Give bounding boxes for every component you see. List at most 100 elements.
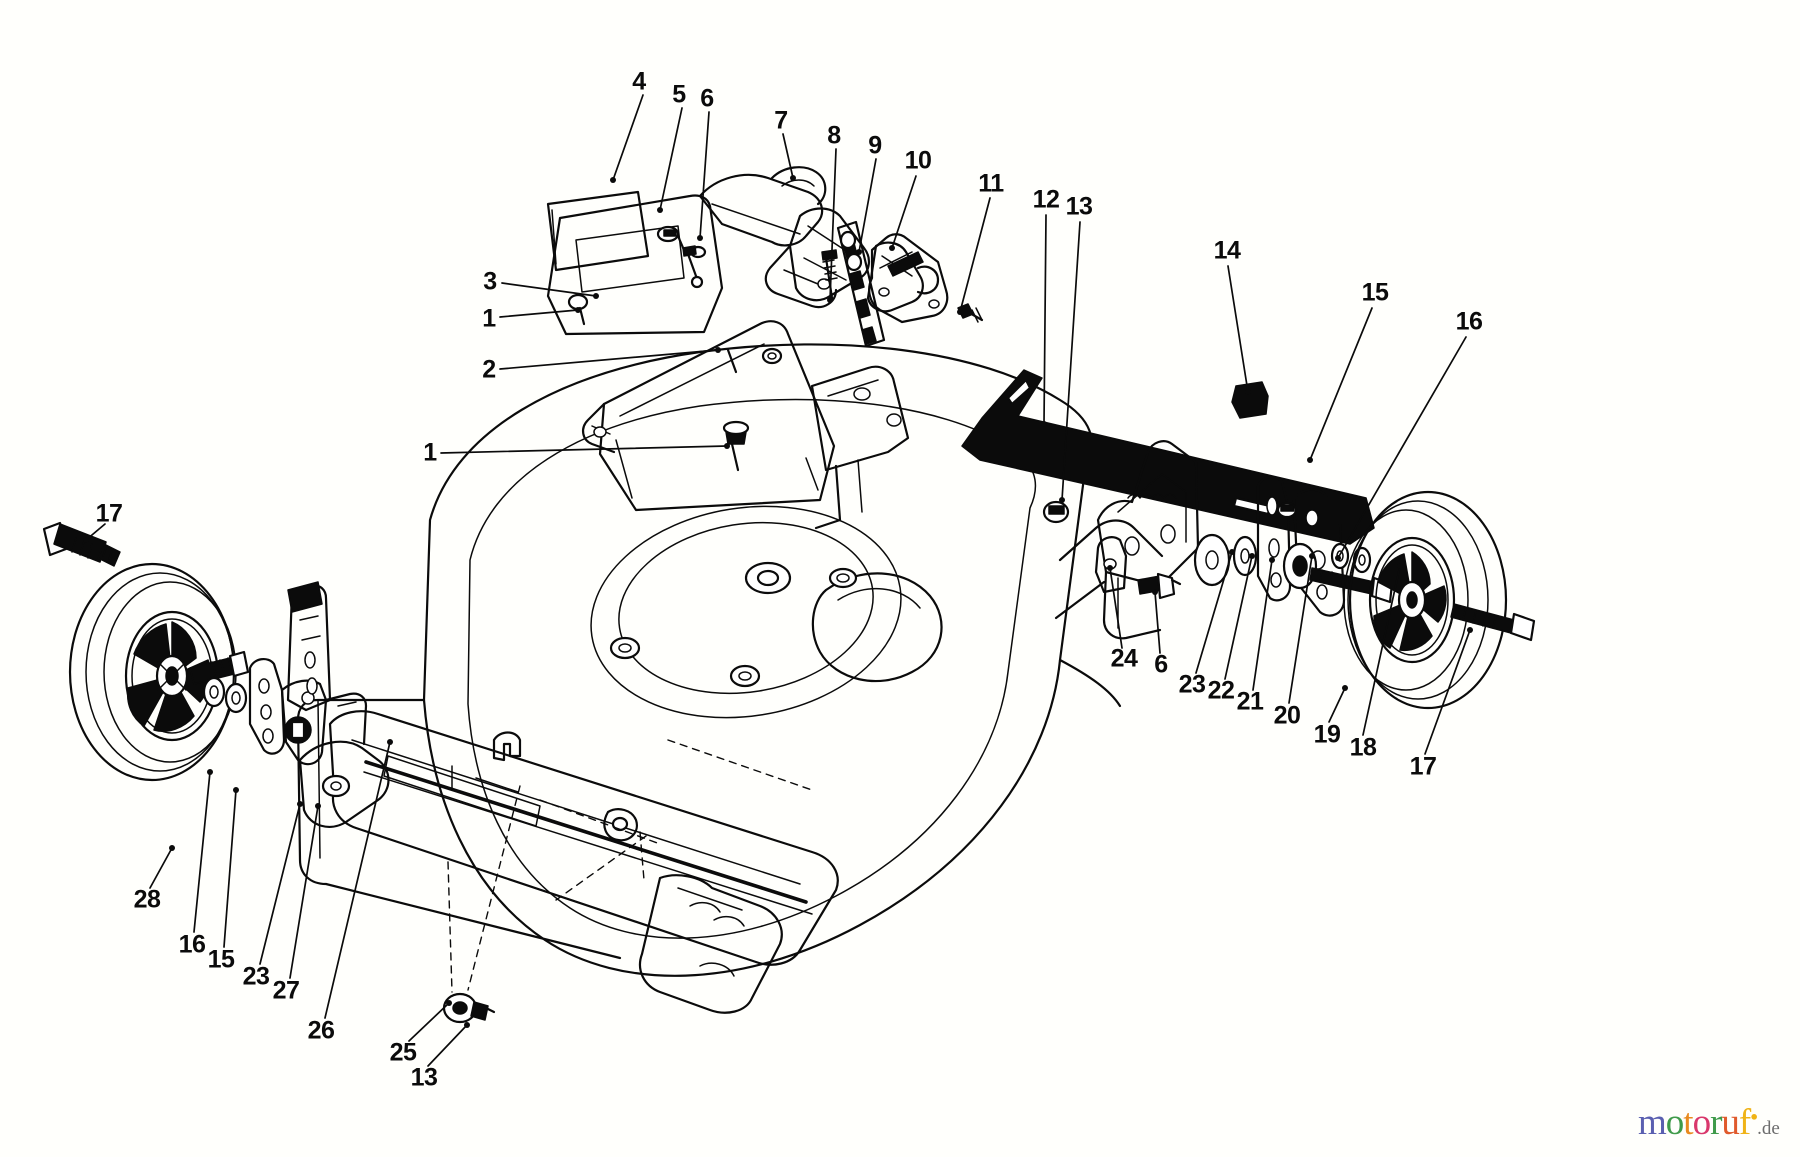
leader-line-25 xyxy=(408,1002,450,1042)
leader-line-10 xyxy=(891,175,917,249)
leader-tip-6 xyxy=(1152,589,1158,595)
callout-number-1: 1 xyxy=(482,304,496,333)
right-wheel xyxy=(1343,490,1536,710)
leader-line-21 xyxy=(1252,559,1273,691)
leader-line-12 xyxy=(1043,214,1047,425)
callout-number-7: 7 xyxy=(774,106,788,135)
callout-number-11: 11 xyxy=(978,169,1004,198)
watermark-tld: .de xyxy=(1757,1118,1780,1139)
leader-tip-1 xyxy=(724,443,730,449)
leader-tip-16 xyxy=(1335,555,1341,561)
callout-number-2: 2 xyxy=(482,355,496,384)
leader-tip-24 xyxy=(1107,565,1113,571)
bottom-fasteners xyxy=(442,831,645,1024)
callout-number-15: 15 xyxy=(1361,278,1389,307)
leader-tip-8 xyxy=(827,297,833,303)
leader-tip-23 xyxy=(297,801,303,807)
watermark-letter-3: o xyxy=(1692,1102,1711,1143)
leader-line-28 xyxy=(149,847,173,889)
callout-number-17: 17 xyxy=(1409,752,1437,781)
leader-tip-20 xyxy=(1309,553,1315,559)
callout-number-27: 27 xyxy=(272,976,300,1005)
callout-number-5: 5 xyxy=(672,80,686,109)
leader-line-2 xyxy=(499,349,719,370)
leader-tip-15 xyxy=(233,787,239,793)
callout-number-15: 15 xyxy=(207,945,235,974)
leader-line-6 xyxy=(1154,591,1161,654)
callout-number-21: 21 xyxy=(1236,687,1264,716)
leader-tip-2 xyxy=(715,347,721,353)
leader-tip-5 xyxy=(657,207,663,213)
callout-number-9: 9 xyxy=(868,131,882,160)
leader-lines xyxy=(83,94,1473,1067)
watermark-letter-2: t xyxy=(1683,1102,1693,1143)
leader-tip-22 xyxy=(1249,553,1255,559)
callout-number-28: 28 xyxy=(133,885,161,914)
callout-number-26: 26 xyxy=(307,1016,335,1045)
leader-line-19 xyxy=(1328,687,1346,723)
leader-tip-19 xyxy=(1342,685,1348,691)
leader-tip-4 xyxy=(610,177,616,183)
leader-line-14 xyxy=(1227,265,1249,393)
leader-line-1 xyxy=(440,445,728,454)
leader-line-15 xyxy=(223,789,237,948)
callout-number-24: 24 xyxy=(1110,644,1138,673)
leader-line-18 xyxy=(1362,565,1401,736)
leader-tip-17 xyxy=(83,537,89,543)
callout-number-8: 8 xyxy=(827,121,841,150)
leader-tip-11 xyxy=(957,309,963,315)
callout-number-23: 23 xyxy=(242,962,270,991)
left-wheel-assembly xyxy=(42,521,368,782)
callout-number-4: 4 xyxy=(632,67,646,96)
callout-number-12: 12 xyxy=(1032,185,1060,214)
leader-tip-3 xyxy=(593,293,599,299)
leader-tip-10 xyxy=(889,245,895,251)
callout-number-13: 13 xyxy=(410,1063,438,1092)
leader-tip-6 xyxy=(697,235,703,241)
callout-number-19: 19 xyxy=(1313,720,1341,749)
leader-tip-17 xyxy=(1467,627,1473,633)
leader-line-3 xyxy=(501,282,597,297)
callout-number-25: 25 xyxy=(389,1038,417,1067)
leader-line-13 xyxy=(427,1024,468,1067)
callout-number-3: 3 xyxy=(483,267,497,296)
leader-line-16 xyxy=(193,771,211,933)
leader-line-23 xyxy=(1195,551,1233,674)
leader-tip-13 xyxy=(1059,497,1065,503)
leader-tip-27 xyxy=(315,803,321,809)
leader-tip-13 xyxy=(464,1022,470,1028)
shroud-panels xyxy=(546,190,910,530)
leader-line-22 xyxy=(1224,555,1253,680)
leader-line-7 xyxy=(782,133,794,179)
watermark-dot: ● xyxy=(1750,1108,1758,1124)
callout-number-6: 6 xyxy=(1154,650,1168,679)
motoruf-watermark: motoruf●.de xyxy=(1638,1104,1780,1141)
leader-tip-25 xyxy=(446,1000,452,1006)
leader-tip-7 xyxy=(790,175,796,181)
leader-line-4 xyxy=(612,94,644,181)
callout-number-1: 1 xyxy=(423,438,437,467)
leader-line-27 xyxy=(289,805,319,979)
leader-line-24 xyxy=(1109,567,1123,649)
leader-line-15 xyxy=(1309,307,1373,461)
leader-line-5 xyxy=(659,107,683,211)
watermark-letter-1: o xyxy=(1665,1102,1684,1143)
leader-tip-18 xyxy=(1397,563,1403,569)
callout-number-14: 14 xyxy=(1213,236,1241,265)
watermark-letter-4: r xyxy=(1710,1102,1722,1143)
leader-tip-28 xyxy=(169,845,175,851)
leader-line-6 xyxy=(699,111,710,239)
leader-tip-14 xyxy=(1245,389,1251,395)
leader-tip-12 xyxy=(1041,421,1047,427)
leader-line-16 xyxy=(1337,336,1467,559)
leader-tip-23 xyxy=(1229,549,1235,555)
callout-number-16: 16 xyxy=(178,930,206,959)
callout-number-6: 6 xyxy=(700,84,714,113)
height-adjust-assembly xyxy=(682,166,984,348)
leader-line-8 xyxy=(829,148,837,301)
leader-line-23 xyxy=(259,803,301,965)
callout-number-17: 17 xyxy=(95,499,123,528)
leader-tip-1 xyxy=(575,307,581,313)
